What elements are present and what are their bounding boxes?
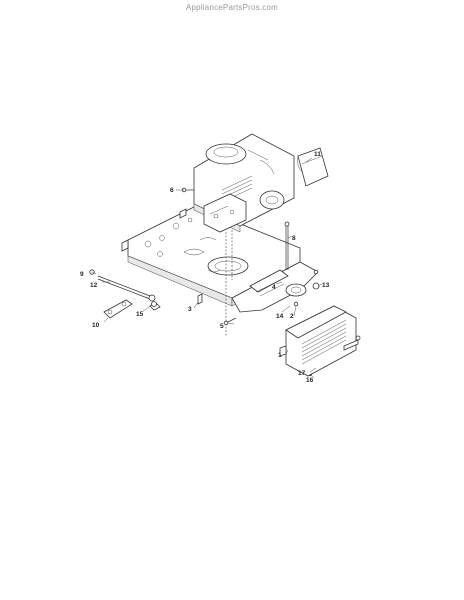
callout-15: 15 bbox=[136, 311, 144, 318]
callout-11: 11 bbox=[314, 151, 321, 158]
heat-shield-part bbox=[297, 147, 329, 187]
dipstick-tube bbox=[284, 221, 290, 270]
engine-assembly bbox=[193, 133, 295, 336]
front-grille-cover bbox=[279, 305, 361, 377]
drive-rod bbox=[89, 269, 156, 302]
callout-8: 8 bbox=[292, 235, 296, 242]
callout-17: 17 bbox=[298, 370, 306, 377]
callout-3: 3 bbox=[188, 306, 192, 313]
callout-9: 9 bbox=[80, 271, 84, 278]
callout-13: 13 bbox=[322, 282, 330, 289]
watermark-text: AppliancePartsPros.com bbox=[186, 3, 278, 12]
callout-16: 16 bbox=[306, 377, 314, 384]
callout-2: 2 bbox=[290, 313, 294, 320]
callout-1: 1 bbox=[278, 352, 282, 359]
bracket-part bbox=[103, 299, 133, 319]
callout-14: 14 bbox=[276, 313, 284, 320]
pulley bbox=[285, 282, 320, 297]
leader-lines bbox=[91, 157, 323, 379]
callout-4: 4 bbox=[272, 284, 276, 291]
bushing bbox=[149, 301, 161, 311]
callout-12: 12 bbox=[90, 282, 98, 289]
callout-labels: 6 11 8 9 12 4 13 2 14 3 15 10 5 1 17 16 bbox=[80, 151, 330, 384]
callout-10: 10 bbox=[92, 322, 100, 329]
callout-6: 6 bbox=[170, 187, 174, 194]
callout-5: 5 bbox=[220, 323, 224, 330]
